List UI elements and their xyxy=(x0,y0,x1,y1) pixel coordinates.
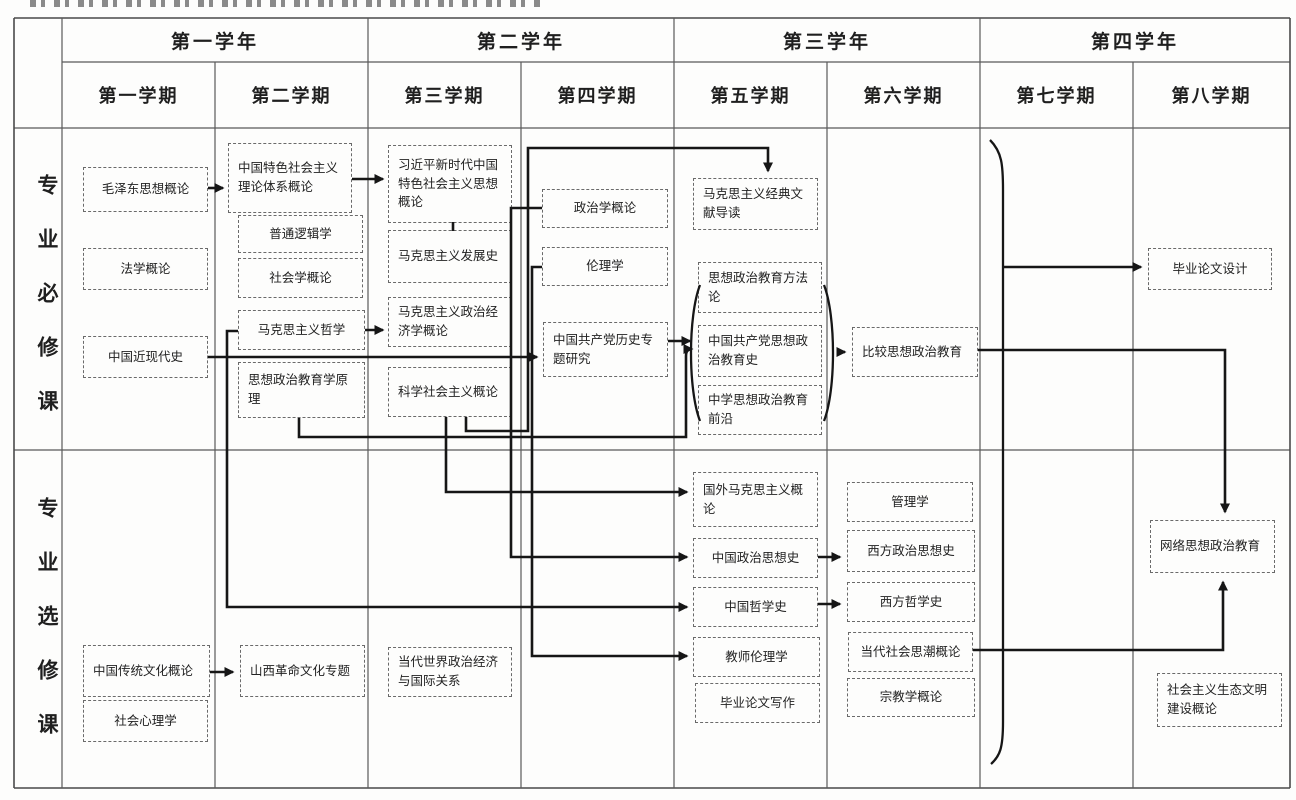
course-required-s2-1: 普通逻辑学 xyxy=(238,215,363,253)
semester-header-3: 第三学期 xyxy=(404,86,485,106)
course-elective-s8-1: 社会主义生态文明建设概论 xyxy=(1157,673,1282,727)
semester-header-5: 第五学期 xyxy=(710,86,791,106)
course-required-s3-2: 马克思主义政治经济学概论 xyxy=(388,297,512,347)
course-elective-s8-0: 网络思想政治教育 xyxy=(1150,520,1275,573)
course-elective-s1-0: 中国传统文化概论 xyxy=(83,645,210,697)
course-required-s2-3: 马克思主义哲学 xyxy=(238,310,365,350)
semester-header-1: 第一学期 xyxy=(98,86,179,106)
semester-header-6: 第六学期 xyxy=(863,86,944,106)
course-elective-s2-0: 山西革命文化专题 xyxy=(240,645,365,697)
course-required-s4-1: 伦理学 xyxy=(542,247,668,286)
course-required-s3-1: 马克思主义发展史 xyxy=(388,230,512,283)
row-label-elective: 专业选修课 xyxy=(35,497,59,767)
course-required-s3-0: 习近平新时代中国特色社会主义思想概论 xyxy=(388,145,512,223)
semester-header-7: 第七学期 xyxy=(1016,86,1097,106)
course-required-s2-2: 社会学概论 xyxy=(238,258,363,298)
arrow-sichao-to-wangluo xyxy=(973,580,1228,652)
course-required-s5-1: 思想政治教育方法论 xyxy=(698,262,822,313)
row-label-required: 专业必修课 xyxy=(35,174,59,444)
course-required-s4-0: 政治学概论 xyxy=(542,189,668,228)
course-required-s5-0: 马克思主义经典文献导读 xyxy=(693,178,818,230)
course-elective-s5-1: 中国政治思想史 xyxy=(693,538,818,578)
course-required-s1-0: 毛泽东思想概论 xyxy=(83,167,208,212)
cropped-caption-fragment xyxy=(30,0,545,7)
course-elective-s1-1: 社会心理学 xyxy=(83,700,208,742)
course-elective-s5-4: 毕业论文写作 xyxy=(695,683,820,723)
course-required-s2-4: 思想政治教育学原理 xyxy=(238,362,365,418)
course-required-s3-3: 科学社会主义概论 xyxy=(388,367,512,417)
arrow-kexueshehui-to-guowaima xyxy=(444,417,689,497)
course-elective-s3-0: 当代世界政治经济与国际关系 xyxy=(388,647,512,697)
semester-header-2: 第二学期 xyxy=(251,86,332,106)
course-elective-s6-4: 宗教学概论 xyxy=(847,678,975,717)
course-required-s5-2: 中国共产党思想政治教育史 xyxy=(698,325,822,377)
course-elective-s6-1: 西方政治思想史 xyxy=(847,530,975,572)
arrow-bijiao-to-wangluo xyxy=(978,348,1230,514)
course-elective-s5-3: 教师伦理学 xyxy=(693,637,820,677)
year-header-3: 第三学年 xyxy=(782,31,871,53)
semester-header-8: 第八学期 xyxy=(1171,86,1252,106)
course-elective-s6-2: 西方哲学史 xyxy=(847,582,975,622)
group-brace-right xyxy=(822,284,835,422)
year-header-2: 第二学年 xyxy=(476,31,565,53)
course-elective-s5-0: 国外马克思主义概论 xyxy=(693,472,818,527)
course-required-s2-0: 中国特色社会主义理论体系概论 xyxy=(228,143,352,213)
course-elective-s5-2: 中国哲学史 xyxy=(693,587,818,627)
semester7-collector-brace xyxy=(989,139,1005,765)
course-required-s4-2: 中国共产党历史专题研究 xyxy=(543,322,668,377)
course-required-s6-0: 比较思想政治教育 xyxy=(852,327,978,377)
course-required-s1-1: 法学概论 xyxy=(83,248,208,290)
course-elective-s6-3: 当代社会思潮概论 xyxy=(848,632,973,672)
semester-header-4: 第四学期 xyxy=(557,86,638,106)
course-required-s5-3: 中学思想政治教育前沿 xyxy=(698,385,822,435)
course-required-s8-0: 毕业论文设计 xyxy=(1148,248,1272,290)
course-required-s1-2: 中国近现代史 xyxy=(83,336,208,378)
year-header-1: 第一学年 xyxy=(170,31,259,53)
course-elective-s6-0: 管理学 xyxy=(847,482,973,522)
year-header-4: 第四学年 xyxy=(1090,31,1179,53)
